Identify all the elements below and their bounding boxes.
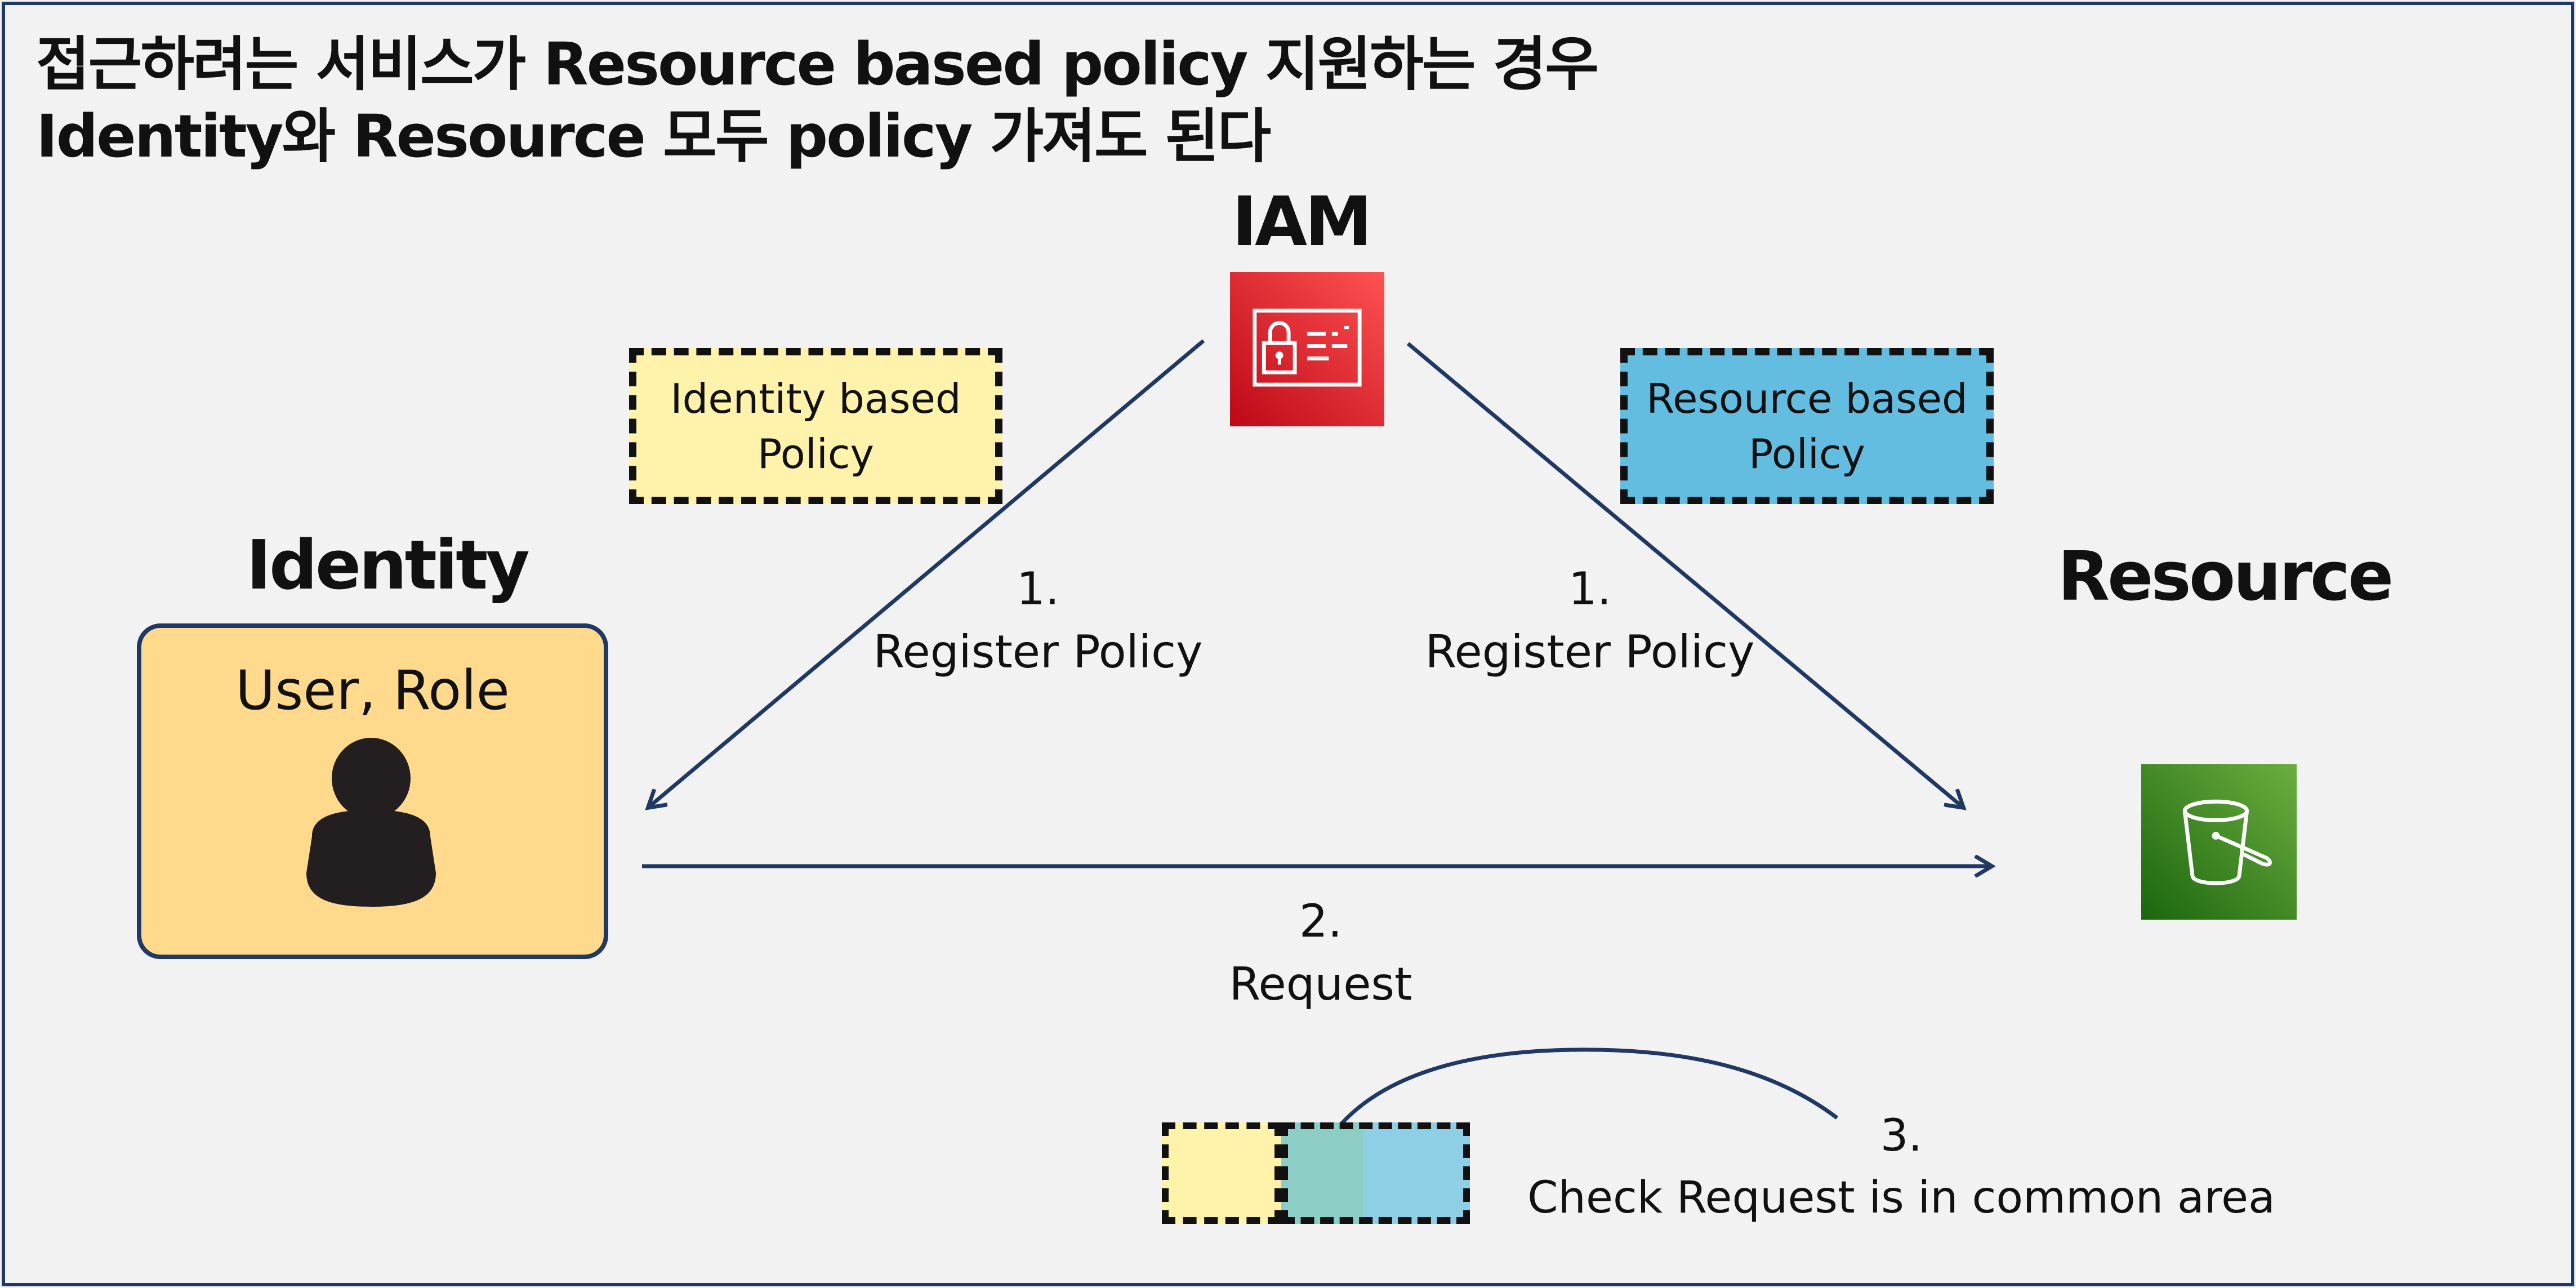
iam-icon xyxy=(1230,272,1384,426)
resource-heading: Resource xyxy=(2057,538,2394,616)
title-line-1: 접근하려는 서비스가 Resource based policy 지원하는 경우 xyxy=(36,30,1599,99)
s3-bucket-icon xyxy=(2141,764,2297,920)
identity-area-outline xyxy=(1162,1122,1281,1224)
resource-policy-label: Resource based Policy xyxy=(1646,375,1968,478)
identity-policy-box: Identity based Policy xyxy=(629,348,1002,504)
diagram-title: 접근하려는 서비스가 Resource based policy 지원하는 경우… xyxy=(36,28,1599,172)
title-line-2: Identity와 Resource 모두 policy 가져도 된다 xyxy=(36,102,1271,171)
request-label: 2. Request xyxy=(1229,895,1412,1010)
identity-heading: Identity xyxy=(246,527,529,605)
user-icon xyxy=(301,738,442,924)
identity-card: User, Role xyxy=(137,623,608,959)
register-arrow-right xyxy=(1406,342,1963,807)
register-arrow-left xyxy=(649,339,1205,807)
identity-policy-area xyxy=(1162,1122,1281,1224)
common-policy-area xyxy=(1281,1122,1363,1224)
resource-area-outline xyxy=(1281,1122,1470,1224)
resource-policy-area xyxy=(1363,1122,1470,1224)
identity-policy-label: Identity based Policy xyxy=(670,375,961,478)
resource-policy-box: Resource based Policy xyxy=(1620,348,1994,504)
register-policy-right-label: 1. Register Policy xyxy=(1425,563,1755,678)
check-request-label: 3. Check Request is in common area xyxy=(1527,1111,2275,1223)
identity-card-label: User, Role xyxy=(235,659,510,722)
iam-heading: IAM xyxy=(1232,183,1372,261)
register-policy-left-label: 1. Register Policy xyxy=(873,563,1203,678)
check-arrow xyxy=(1326,1048,1839,1143)
